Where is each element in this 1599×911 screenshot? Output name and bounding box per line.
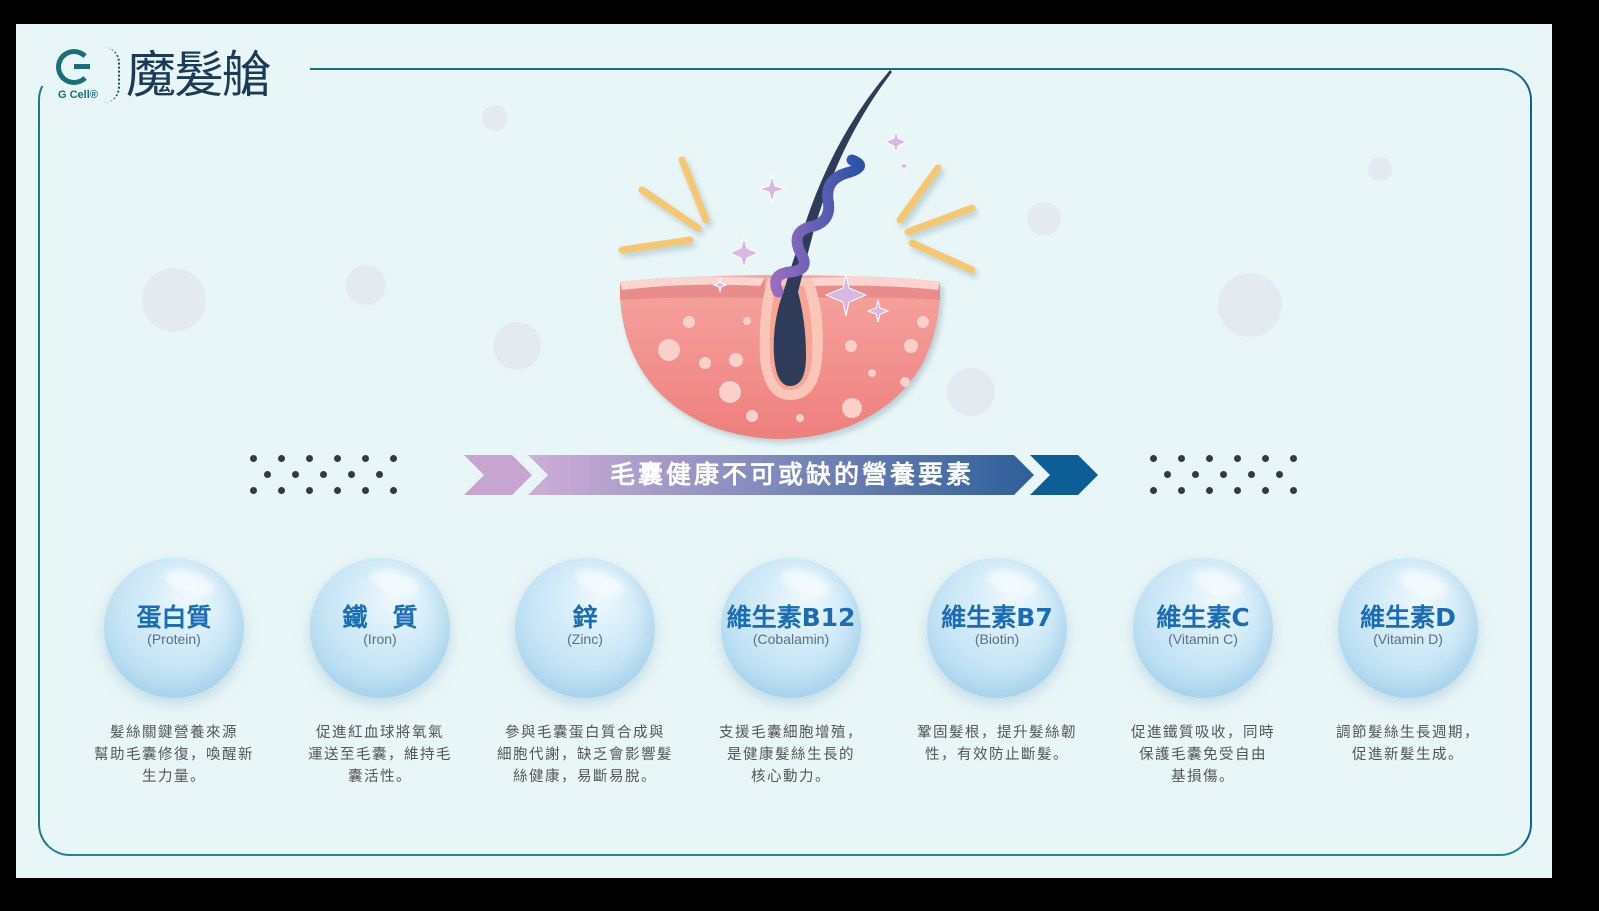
content-frame	[38, 68, 1532, 856]
desc-line: 性，有效防止斷髮。	[925, 747, 1069, 763]
desc-line: 基損傷。	[1171, 769, 1235, 785]
background-bubble	[1368, 157, 1392, 181]
nutrient-name: 維生素B7	[941, 602, 1053, 632]
nutrient-description: 促進鐵質吸收，同時 保護毛囊免受自由 基損傷。	[1098, 722, 1308, 788]
nutrient-name: 維生素D	[1360, 602, 1456, 632]
nutrient-description: 調節髮絲生長週期， 促進新髮生成。	[1303, 722, 1513, 766]
desc-line: 促進紅血球將氧氣	[316, 725, 444, 741]
nutrient-english-name: (Vitamin C)	[1168, 631, 1238, 648]
nutrient-orb: 維生素C (Vitamin C)	[1133, 558, 1273, 698]
desc-line: 核心動力。	[751, 769, 831, 785]
brand-logo: G Cell® 魔髮艙	[54, 44, 272, 106]
desc-line: 運送至毛囊，維持毛	[308, 747, 452, 763]
nutrient-orb: 維生素B12 (Cobalamin)	[721, 558, 861, 698]
nutrient-vitamin-c: 維生素C (Vitamin C) 促進鐵質吸收，同時 保護毛囊免受自由 基損傷。	[1098, 558, 1308, 788]
background-bubble	[1027, 202, 1061, 236]
nutrient-english-name: (Biotin)	[974, 631, 1020, 648]
logo-subtitle: G Cell®	[58, 89, 98, 101]
nutrient-description: 支援毛囊細胞增殖， 是健康髮絲生長的 核心動力。	[686, 722, 896, 788]
nutrient-orb: 鐵 質 (Iron)	[310, 558, 450, 698]
nutrient-english-name: (Cobalamin)	[752, 631, 830, 648]
nutrient-orb: 維生素B7 (Biotin)	[927, 558, 1067, 698]
hair-follicle-illustration	[600, 60, 980, 450]
desc-line: 鞏固髮根，提升髮絲韌	[917, 725, 1077, 741]
desc-line: 調節髮絲生長週期，	[1336, 725, 1480, 741]
background-bubble	[482, 105, 508, 131]
desc-line: 促進新髮生成。	[1352, 747, 1464, 763]
nutrient-name: 維生素C	[1156, 602, 1250, 632]
nutrient-english-name: (Iron)	[363, 631, 397, 648]
nutrient-name: 鐵 質	[342, 602, 418, 632]
desc-line: 促進鐵質吸收，同時	[1131, 725, 1275, 741]
section-banner: 毛囊健康不可或缺的營養要素	[464, 455, 1104, 495]
desc-line: 是健康髮絲生長的	[727, 747, 855, 763]
background-bubble	[493, 322, 541, 370]
nutrient-orb: 維生素D (Vitamin D)	[1338, 558, 1478, 698]
background-bubble	[947, 368, 995, 416]
nutrient-protein: 蛋白質 (Protein) 髮絲關鍵營養來源 幫助毛囊修復，喚醒新 生力量。	[69, 558, 279, 788]
nutrient-description: 參與毛囊蛋白質合成與 細胞代謝，缺乏會影響髮 絲健康，易斷易脫。	[480, 722, 690, 788]
nutrient-english-name: (Protein)	[147, 631, 201, 648]
dotted-arc-icon	[104, 47, 120, 103]
chevron-icon	[464, 455, 532, 495]
nutrient-vitamin-d: 維生素D (Vitamin D) 調節髮絲生長週期， 促進新髮生成。	[1303, 558, 1513, 766]
nutrient-iron: 鐵 質 (Iron) 促進紅血球將氧氣 運送至毛囊，維持毛 囊活性。	[275, 558, 485, 788]
nutrient-vitamin-b7: 維生素B7 (Biotin) 鞏固髮根，提升髮絲韌 性，有效防止斷髮。	[892, 558, 1102, 766]
desc-line: 支援毛囊細胞增殖，	[719, 725, 863, 741]
nutrient-orb: 蛋白質 (Protein)	[104, 558, 244, 698]
background-bubble	[1218, 273, 1282, 337]
nutrient-english-name: (Vitamin D)	[1373, 631, 1443, 648]
desc-line: 細胞代謝，缺乏會影響髮	[497, 747, 673, 763]
nutrient-description: 髮絲關鍵營養來源 幫助毛囊修復，喚醒新 生力量。	[69, 722, 279, 788]
nutrient-name: 鋅	[572, 602, 598, 632]
desc-line: 保護毛囊免受自由	[1139, 747, 1267, 763]
infographic-canvas	[16, 24, 1552, 878]
nutrient-description: 鞏固髮根，提升髮絲韌 性，有效防止斷髮。	[892, 722, 1102, 766]
chevron-icon	[1030, 455, 1098, 495]
brand-name: 魔髮艙	[126, 46, 272, 104]
desc-line: 幫助毛囊修復，喚醒新	[94, 747, 254, 763]
nutrient-english-name: (Zinc)	[567, 631, 603, 648]
dot-pattern-right	[1150, 455, 1310, 499]
nutrient-name: 蛋白質	[136, 602, 212, 632]
background-bubble	[142, 268, 206, 332]
desc-line: 參與毛囊蛋白質合成與	[505, 725, 665, 741]
nutrient-vitamin-b12: 維生素B12 (Cobalamin) 支援毛囊細胞增殖， 是健康髮絲生長的 核心…	[686, 558, 896, 788]
banner-title: 毛囊健康不可或缺的營養要素	[610, 460, 975, 489]
desc-line: 生力量。	[142, 769, 206, 785]
desc-line: 髮絲關鍵營養來源	[110, 725, 238, 741]
background-bubble	[346, 265, 386, 305]
desc-line: 囊活性。	[348, 769, 412, 785]
gcell-logo-icon: G Cell®	[54, 47, 102, 103]
dot-pattern-left	[250, 455, 410, 499]
nutrient-orb: 鋅 (Zinc)	[515, 558, 655, 698]
nutrient-description: 促進紅血球將氧氣 運送至毛囊，維持毛 囊活性。	[275, 722, 485, 788]
nutrient-zinc: 鋅 (Zinc) 參與毛囊蛋白質合成與 細胞代謝，缺乏會影響髮 絲健康，易斷易脫…	[480, 558, 690, 788]
desc-line: 絲健康，易斷易脫。	[513, 769, 657, 785]
nutrient-name: 維生素B12	[726, 602, 856, 632]
